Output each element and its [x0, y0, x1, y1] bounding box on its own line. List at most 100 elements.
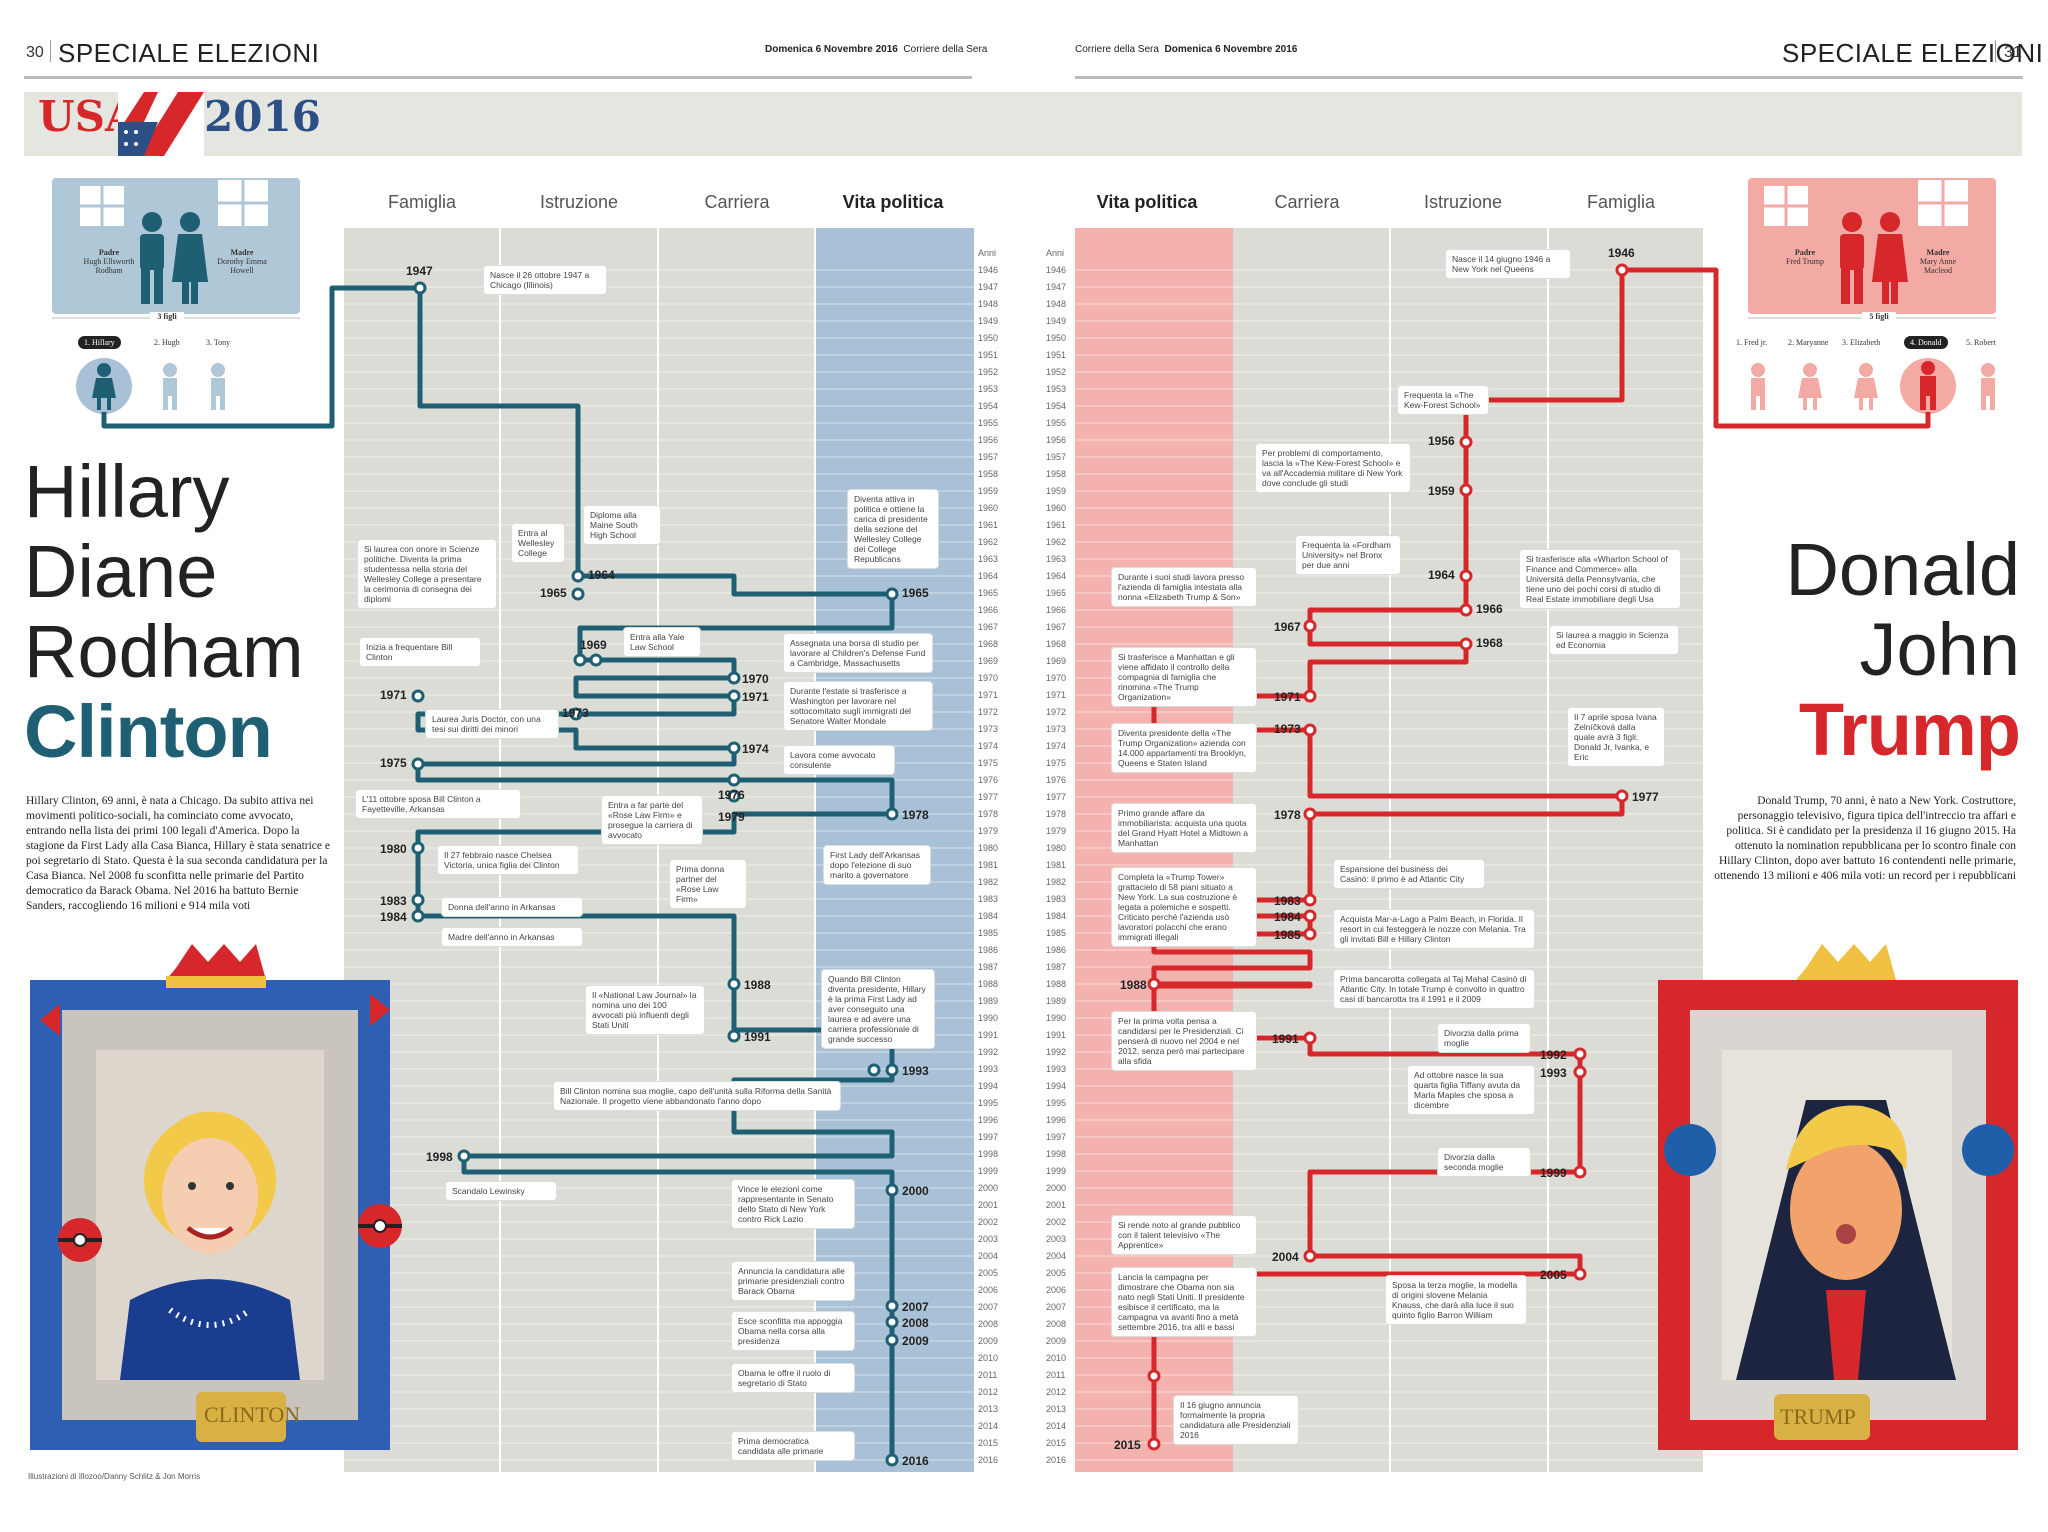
year-label-left: 1998 [978, 1149, 999, 1159]
year-label-right: 1981 [1046, 860, 1067, 870]
clinton-col-vita-politica: Vita politica [842, 192, 944, 212]
trump-kid-5: 5. Robert [1966, 338, 1996, 347]
year-label-right: 1999 [1046, 1166, 1067, 1176]
note-card: Il 27 febbraio nasce Chelsea Victoria, u… [438, 846, 578, 874]
year-label-right: 2004 [1046, 1251, 1067, 1261]
year-label-left: 1977 [978, 792, 999, 802]
year-label-left: 1969 [978, 656, 999, 666]
year-label-right: 1948 [1046, 299, 1067, 309]
clinton-year: 1964 [588, 568, 615, 582]
year-label-right: 1995 [1046, 1098, 1067, 1108]
note-card: Vince le elezioni come rappresentante in… [732, 1180, 854, 1228]
axis-title-right: Anni [1046, 248, 1065, 258]
note-card: Si trasferisce alla «Wharton School of F… [1520, 550, 1680, 608]
year-label-left: 1950 [978, 333, 999, 343]
year-label-left: 2003 [978, 1234, 999, 1244]
clinton-year: 1991 [744, 1030, 771, 1044]
trump-portrait-illustration [1658, 944, 2018, 1450]
year-label-left: 2016 [978, 1455, 999, 1465]
section-title-right: SPECIALE ELEZIONI [1782, 38, 2044, 68]
clinton-col-famiglia: Famiglia [387, 192, 457, 212]
year-label-left: 1978 [978, 809, 999, 819]
year-label-right: 2001 [1046, 1200, 1067, 1210]
year-label-left: 1966 [978, 605, 999, 615]
year-label-left: 1954 [978, 401, 999, 411]
year-label-right: 1964 [1046, 571, 1067, 581]
clinton-year: 1971 [380, 688, 407, 702]
year-label-left: 1957 [978, 452, 999, 462]
child-boy-icon [1920, 361, 1936, 410]
year-label-right: 2006 [1046, 1285, 1067, 1295]
clinton-year: 1998 [426, 1150, 453, 1164]
year-label-right: 1994 [1046, 1081, 1067, 1091]
trump-milestones [1147, 263, 1629, 1451]
year-label-left: 1975 [978, 758, 999, 768]
year-label-right: 1992 [1046, 1047, 1067, 1057]
year-label-right: 1965 [1046, 588, 1067, 598]
clinton-portrait-illustration [30, 944, 402, 1450]
trump-kid-1: 1. Fred jr. [1736, 338, 1768, 347]
year-label-right: 1966 [1046, 605, 1067, 615]
year-label-left: 2006 [978, 1285, 999, 1295]
note-card: Inizia a frequentare Bill Clinton [360, 638, 480, 666]
megaphone-icon [1664, 1124, 1716, 1176]
trump-year: 1977 [1632, 790, 1659, 804]
year-label-left: 1973 [978, 724, 999, 734]
year-label-left: 1980 [978, 843, 999, 853]
clinton-kid-2: 2. Hugh [154, 338, 180, 347]
year-label-right: 1949 [1046, 316, 1067, 326]
year-label-right: 1986 [1046, 945, 1067, 955]
trump-year: 1968 [1476, 636, 1503, 650]
year-label-right: 1956 [1046, 435, 1067, 445]
note-card: Completa la «Trump Tower» grattacielo di… [1112, 868, 1256, 946]
year-label-left: 2002 [978, 1217, 999, 1227]
clinton-year: 2016 [902, 1454, 929, 1468]
trump-year: 1973 [1274, 722, 1301, 736]
clinton-year: 2009 [902, 1334, 929, 1348]
clinton-year: 1980 [380, 842, 407, 856]
megaphone-icon [1962, 1124, 2014, 1176]
year-label-left: 1979 [978, 826, 999, 836]
year-label-right: 1970 [1046, 673, 1067, 683]
year-label-right: 1955 [1046, 418, 1067, 428]
clinton-kid-3: 3. Tony [206, 338, 231, 347]
year-label-right: 2012 [1046, 1387, 1067, 1397]
year-label-right: 1989 [1046, 996, 1067, 1006]
axis-title-left: Anni [978, 248, 997, 258]
note-card: Prima democratica candidata alle primari… [732, 1432, 854, 1460]
year-label-right: 1952 [1046, 367, 1067, 377]
clinton-year: 1993 [902, 1064, 929, 1078]
header-rule-left [24, 76, 972, 79]
page-number-left: 30 [26, 44, 44, 61]
note-card: Lancia la campagna per dimostrare che Ob… [1112, 1268, 1256, 1336]
header-rule-right [1075, 76, 2023, 79]
trump-year: 1967 [1274, 620, 1301, 634]
year-label-left: 1965 [978, 588, 999, 598]
note-card: Quando Bill Clinton diventa presidente, … [822, 970, 934, 1048]
clinton-year: 1965 [902, 586, 929, 600]
year-label-left: 1986 [978, 945, 999, 955]
year-label-left: 1947 [978, 282, 999, 292]
trump-children-count: 5 figli [1862, 312, 1896, 321]
year-label-right: 2002 [1046, 1217, 1067, 1227]
trump-year: 1959 [1428, 484, 1455, 498]
note-card: Lavora come avvocato consulente [784, 746, 894, 774]
year-label-left: 2014 [978, 1421, 999, 1431]
page-number-right: 31 [2004, 44, 2022, 61]
header-divider [50, 40, 51, 62]
clinton-path [101, 285, 895, 1458]
year-label-right: 1975 [1046, 758, 1067, 768]
trump-bio: Donald Trump, 70 anni, è nato a New York… [1714, 795, 2016, 882]
date-right: Corriere della Sera Domenica 6 Novembre … [1075, 44, 1298, 55]
trump-year: 1985 [1274, 928, 1301, 942]
note-card: Laurea Juris Doctor, con una tesi sui di… [426, 710, 558, 738]
year-label-right: 1996 [1046, 1115, 1067, 1125]
year-label-left: 1984 [978, 911, 999, 921]
year-label-right: 2010 [1046, 1353, 1067, 1363]
year-label-right: 1982 [1046, 877, 1067, 887]
note-card: Obama le offre il ruolo di segretario di… [732, 1364, 854, 1392]
year-label-left: 1952 [978, 367, 999, 377]
